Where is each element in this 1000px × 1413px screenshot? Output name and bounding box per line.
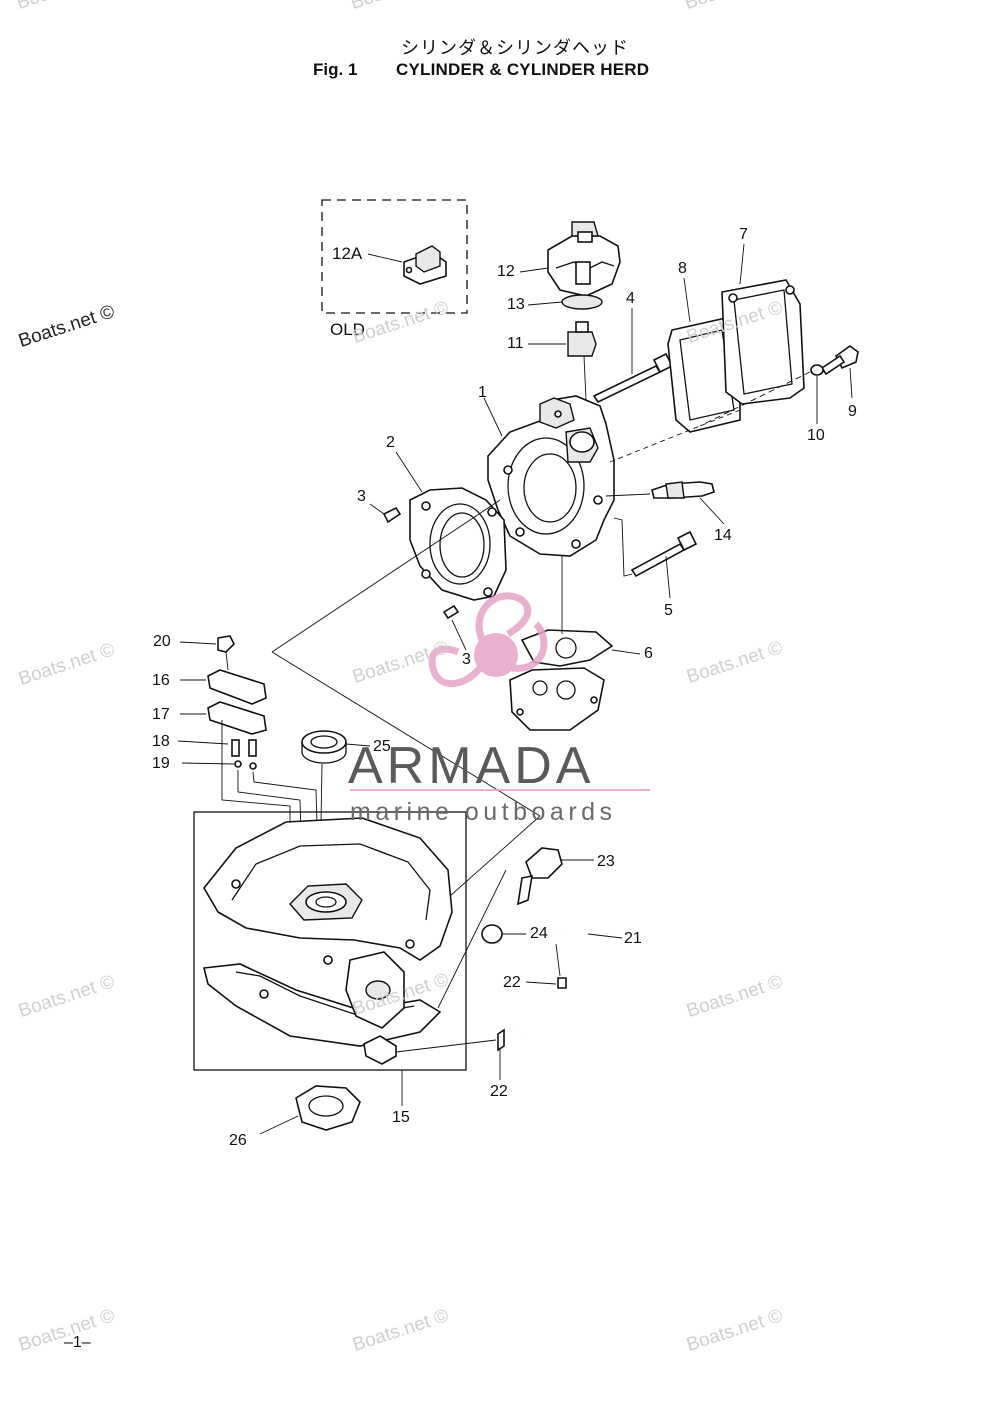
callout-13: 13 [507,296,525,313]
callout-2: 2 [386,434,395,451]
inset-old-label: OLD [330,320,365,339]
spark-plug [605,481,725,525]
callout-21: 21 [624,930,642,947]
dowel-pins [369,503,467,651]
callout-15: 15 [392,1109,410,1126]
callout-18: 18 [152,733,170,750]
callout-4: 4 [626,290,635,307]
drain-plug [481,847,594,944]
callout-20: 20 [153,633,171,650]
callout-19: 19 [152,755,170,772]
callout-6: 6 [644,645,653,662]
bolt-5 [613,517,698,599]
callout-10: 10 [807,427,825,444]
callout-9: 9 [848,403,857,420]
callout-12: 12 [497,263,515,280]
bolt-4 [592,308,674,404]
diagram-title: CYLINDER & CYLINDER HERD [396,60,650,79]
callout-17: 17 [152,706,170,723]
callout-25: 25 [373,738,391,755]
callout-22-upper: 22 [503,974,521,991]
callout-3-upper: 3 [357,488,366,505]
armada-logo [350,592,650,791]
crankcase-assembly [193,811,497,1106]
head-cover-gaskets [667,243,805,433]
page-number: –1– [64,1334,91,1351]
callout-7: 7 [739,226,748,243]
callout-5: 5 [664,602,673,619]
head-gasket [395,451,507,601]
old-part-inset [321,199,468,314]
callout-26: 26 [229,1132,247,1149]
title-japanese: シリンダ＆シリンダヘッド [401,38,629,58]
figure-label: Fig. 1 [313,60,358,79]
cylinder-head [483,395,615,557]
hose-21 [497,926,623,1080]
callout-23: 23 [597,853,615,870]
callout-16: 16 [152,672,170,689]
armada-brand-name: ARMADA [348,737,595,795]
thermostat-assembly [519,221,621,401]
callout-1: 1 [478,384,487,401]
water-plate-gasket [509,556,641,731]
bolt-9-washer-10 [699,345,859,427]
callout-3-lower: 3 [462,651,471,668]
callout-12a: 12A [332,244,363,263]
callout-11: 11 [507,335,524,352]
armada-brand-tagline: marine outboards [350,798,617,826]
oil-seal-26 [259,1085,361,1135]
callout-8: 8 [678,260,687,277]
callout-22-lower: 22 [490,1083,508,1100]
reference-lines [271,409,741,1009]
callout-24: 24 [530,925,548,942]
callout-14: 14 [714,527,732,544]
